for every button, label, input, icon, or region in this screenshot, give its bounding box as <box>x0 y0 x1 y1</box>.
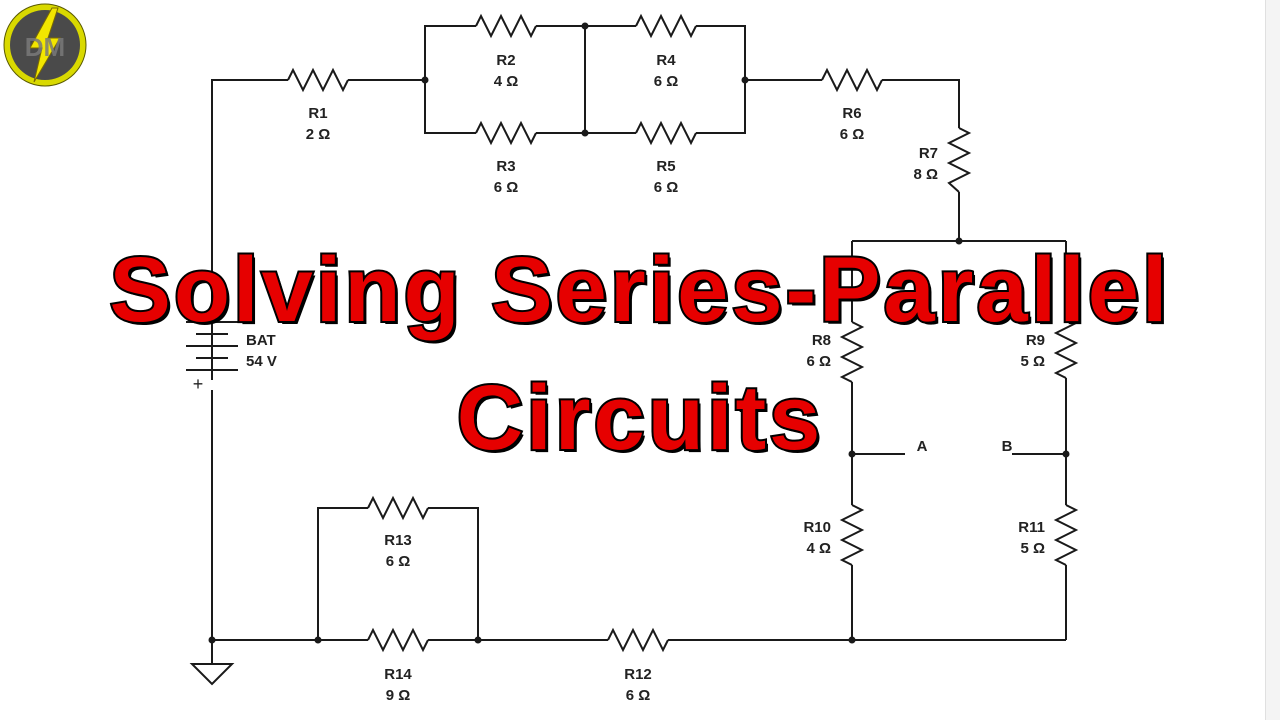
battery-name: BAT <box>246 332 276 349</box>
resistor-r6-zigzag <box>821 67 883 93</box>
resistor-r14-zigzag <box>367 627 429 653</box>
resistor-r5-zigzag <box>635 120 697 146</box>
r7-name: R7 <box>919 145 938 162</box>
r8-name: R8 <box>812 332 831 349</box>
node-a-label: A <box>917 438 928 455</box>
component-labels: R1 2 Ω R2 4 Ω R3 6 Ω R4 6 Ω R5 6 Ω R6 6 … <box>193 52 1045 704</box>
r13-name: R13 <box>384 532 412 549</box>
logo-text: DM <box>25 32 65 62</box>
r5-value: 6 Ω <box>654 179 679 196</box>
battery-symbol <box>186 321 238 371</box>
resistor-r12-zigzag <box>607 627 669 653</box>
resistor-zigzags <box>287 13 1079 653</box>
battery-value: 54 V <box>246 353 277 370</box>
resistor-r2-zigzag <box>475 13 537 39</box>
right-frame-border <box>1265 0 1280 720</box>
resistor-r9-zigzag <box>1053 317 1079 379</box>
channel-logo: DM <box>2 2 88 88</box>
r10-value: 4 Ω <box>806 540 831 557</box>
video-title-line-1: Solving Series-Parallel <box>107 239 1171 341</box>
r2-value: 4 Ω <box>494 73 519 90</box>
resistor-r8-zigzag <box>839 321 865 383</box>
r10-name: R10 <box>803 519 831 536</box>
r7-value: 8 Ω <box>913 166 938 183</box>
r6-name: R6 <box>842 105 861 122</box>
junction-dots <box>208 22 1070 644</box>
video-title-line-2: Circuits <box>455 367 824 469</box>
resistor-r4-zigzag <box>635 13 697 39</box>
r6-value: 6 Ω <box>840 126 865 143</box>
r8-value: 6 Ω <box>806 353 831 370</box>
r12-name: R12 <box>624 666 652 683</box>
r3-name: R3 <box>496 158 515 175</box>
r14-name: R14 <box>384 666 412 683</box>
r14-value: 9 Ω <box>386 687 411 704</box>
r4-value: 6 Ω <box>654 73 679 90</box>
node-b-label: B <box>1002 438 1013 455</box>
battery-plus-sign: + <box>193 374 204 394</box>
resistor-r13-zigzag <box>367 495 429 521</box>
lightning-bolt-icon: DM <box>3 3 87 87</box>
r5-name: R5 <box>656 158 675 175</box>
r9-name: R9 <box>1026 332 1045 349</box>
wires <box>211 25 1067 664</box>
r11-value: 5 Ω <box>1020 540 1045 557</box>
r1-value: 2 Ω <box>306 126 331 143</box>
r13-value: 6 Ω <box>386 553 411 570</box>
resistor-r1-zigzag <box>287 67 349 93</box>
r3-value: 6 Ω <box>494 179 519 196</box>
r12-value: 6 Ω <box>626 687 651 704</box>
resistor-r10-zigzag <box>839 504 865 566</box>
r9-value: 5 Ω <box>1020 353 1045 370</box>
r4-name: R4 <box>656 52 676 69</box>
r11-name: R11 <box>1018 519 1045 536</box>
ground-symbol <box>189 663 235 686</box>
resistor-r7-zigzag <box>946 127 972 193</box>
resistor-r11-zigzag <box>1053 504 1079 566</box>
resistor-r3-zigzag <box>475 120 537 146</box>
r2-name: R2 <box>496 52 515 69</box>
r1-name: R1 <box>308 105 327 122</box>
